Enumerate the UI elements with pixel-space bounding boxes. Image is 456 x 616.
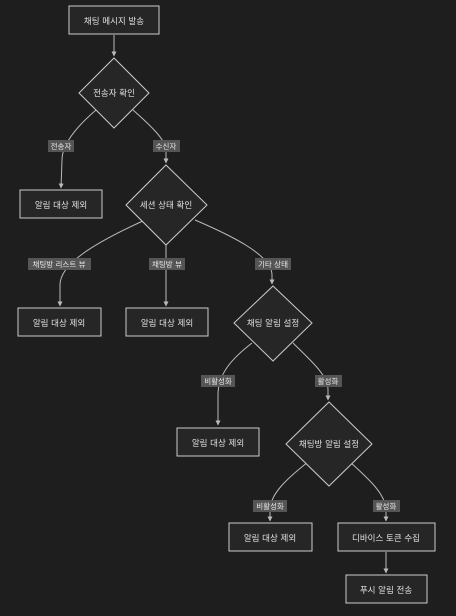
svg-text:비활성화: 비활성화 bbox=[256, 501, 284, 511]
edge-label-receiver: 수신자 bbox=[153, 140, 180, 152]
edge-label-sender: 전송자 bbox=[48, 140, 74, 152]
nodes: 채팅 메시지 발송 전송자 확인 알림 대상 제외 세션 상태 확인 알림 대상… bbox=[17, 5, 436, 604]
svg-text:푸시 알림 전송: 푸시 알림 전송 bbox=[360, 585, 413, 596]
node-collect-tokens: 디바이스 토큰 수집 bbox=[337, 522, 436, 552]
edge-session-to-listview bbox=[57, 219, 146, 307]
svg-text:알림 대상 제외: 알림 대상 제외 bbox=[35, 200, 87, 211]
edge-labels: 전송자 수신자 채팅방 리스트 뷰 채팅방 뷰 기타 상태 비활성화 활성화 bbox=[28, 140, 400, 512]
svg-text:세션 상태 확인: 세션 상태 확인 bbox=[140, 200, 192, 211]
edge-roomalarm-to-off bbox=[267, 461, 309, 522]
svg-text:비활성화: 비활성화 bbox=[204, 376, 232, 386]
node-exclude-list-view: 알림 대상 제외 bbox=[17, 307, 102, 337]
svg-text:디바이스 토큰 수집: 디바이스 토큰 수집 bbox=[352, 533, 420, 544]
svg-text:기타 상태: 기타 상태 bbox=[258, 259, 288, 269]
svg-text:알림 대상 제외: 알림 대상 제외 bbox=[192, 438, 244, 449]
decision-room-alarm-setting: 채팅방 알림 설정 bbox=[285, 401, 373, 487]
svg-text:활성화: 활성화 bbox=[318, 376, 339, 386]
edge-roomalarm-to-on bbox=[349, 461, 389, 522]
svg-text:알림 대상 제외: 알림 대상 제외 bbox=[244, 533, 296, 544]
edge-session-to-other bbox=[194, 219, 275, 285]
svg-text:채팅 알림 설정: 채팅 알림 설정 bbox=[247, 318, 299, 329]
svg-text:전송자 확인: 전송자 확인 bbox=[93, 88, 135, 99]
svg-text:채팅 메시지 발송: 채팅 메시지 발송 bbox=[84, 16, 144, 27]
edge-label-chat-active: 활성화 bbox=[315, 375, 342, 387]
edge-label-room-active: 활성화 bbox=[373, 500, 400, 512]
edge-label-chat-inactive: 비활성화 bbox=[201, 375, 235, 387]
edge-check-to-sender bbox=[58, 109, 97, 189]
svg-text:채팅방 리스트 뷰: 채팅방 리스트 뷰 bbox=[32, 259, 85, 269]
decision-chat-alarm-setting: 채팅 알림 설정 bbox=[233, 285, 313, 362]
svg-text:알림 대상 제외: 알림 대상 제외 bbox=[141, 318, 193, 329]
svg-text:수신자: 수신자 bbox=[156, 142, 177, 151]
node-exclude-sender: 알림 대상 제외 bbox=[19, 189, 103, 219]
svg-text:알림 대상 제외: 알림 대상 제외 bbox=[33, 318, 85, 329]
node-exclude-chat-view: 알림 대상 제외 bbox=[125, 307, 209, 337]
edge-check-to-receiver bbox=[132, 109, 169, 164]
svg-text:채팅방 뷰: 채팅방 뷰 bbox=[152, 259, 182, 269]
node-send-push: 푸시 알림 전송 bbox=[345, 574, 428, 604]
svg-text:전송자: 전송자 bbox=[51, 141, 72, 151]
node-send-message: 채팅 메시지 발송 bbox=[68, 5, 160, 35]
edge-label-room-inactive: 비활성화 bbox=[253, 500, 287, 512]
svg-text:채팅방 알림 설정: 채팅방 알림 설정 bbox=[299, 439, 359, 450]
node-exclude-chat-off: 알림 대상 제외 bbox=[176, 427, 260, 457]
svg-text:활성화: 활성화 bbox=[376, 501, 397, 511]
edge-label-chat-list-view: 채팅방 리스트 뷰 bbox=[28, 258, 91, 270]
decision-check-sender: 전송자 확인 bbox=[78, 57, 150, 129]
edge-label-chat-view: 채팅방 뷰 bbox=[149, 258, 185, 270]
edge-chatalarm-to-off bbox=[215, 342, 253, 426]
edge-label-other-state: 기타 상태 bbox=[255, 258, 291, 270]
edge-chatalarm-to-on bbox=[292, 342, 331, 401]
node-exclude-room-off: 알림 대상 제외 bbox=[228, 522, 313, 552]
decision-session-state: 세션 상태 확인 bbox=[125, 164, 208, 246]
